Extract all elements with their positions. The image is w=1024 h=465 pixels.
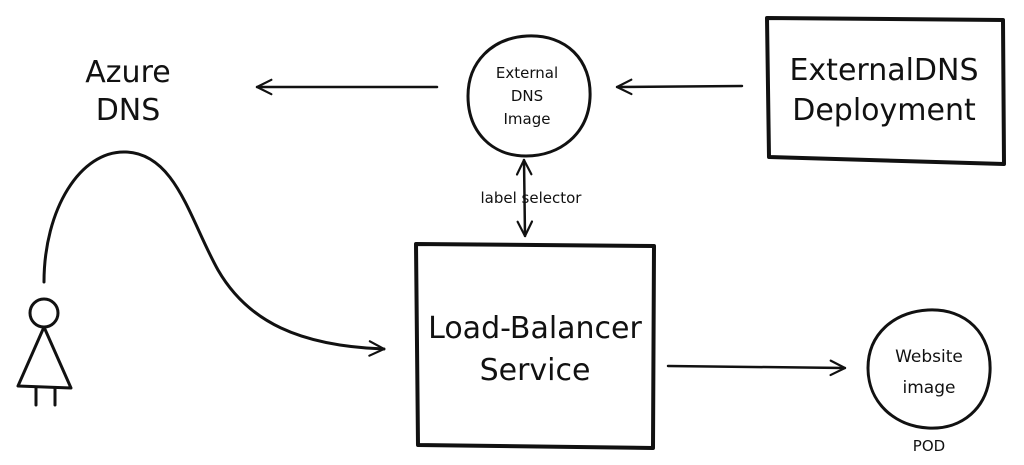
- website-image-line2: image: [903, 378, 956, 398]
- arrow-label-selector: [515, 158, 534, 238]
- load-balancer-line1: Load-Balancer: [428, 311, 642, 346]
- azure-dns-node: Azure DNS: [85, 55, 170, 128]
- website-image-line1: Website: [895, 347, 963, 367]
- external-dns-image-line3: Image: [504, 110, 551, 128]
- external-dns-image-circle: [466, 34, 592, 158]
- website-image-circle: [866, 308, 992, 430]
- external-dns-deployment-node: ExternalDNS Deployment: [765, 16, 1006, 166]
- arrow-lb-to-website: [666, 359, 847, 377]
- arrow-deployment-to-image: [615, 78, 744, 96]
- azure-dns-line1: Azure: [85, 55, 170, 90]
- user-head: [28, 297, 60, 329]
- user-legs: [34, 386, 57, 407]
- external-dns-image-line1: External: [496, 64, 558, 82]
- user-body: [16, 325, 73, 390]
- load-balancer-service-node: Load-Balancer Service: [414, 242, 656, 450]
- azure-dns-line2: DNS: [96, 93, 161, 128]
- load-balancer-line2: Service: [480, 353, 591, 388]
- external-dns-image-line2: DNS: [511, 87, 543, 105]
- external-dns-deployment-line1: ExternalDNS: [789, 53, 978, 88]
- external-dns-deployment-line2: Deployment: [792, 93, 976, 128]
- load-balancer-service-box: [414, 242, 656, 450]
- label-selector-text: label selector: [481, 189, 583, 207]
- website-image-node: Website image POD: [866, 308, 992, 455]
- curve-user-to-load-balancer: [42, 150, 386, 357]
- external-dns-deployment-box: [765, 16, 1006, 166]
- pod-label: POD: [913, 437, 945, 455]
- external-dns-image-node: External DNS Image: [466, 34, 592, 158]
- user-icon: [16, 297, 73, 407]
